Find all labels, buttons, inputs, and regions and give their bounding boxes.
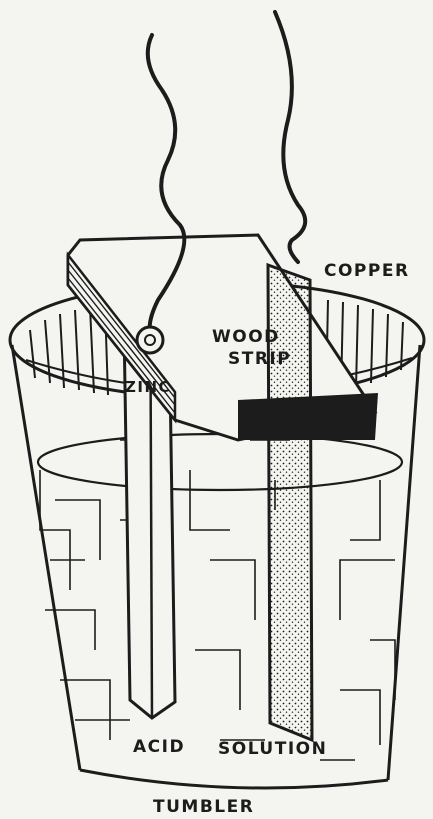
tumbler-label: TUMBLER — [153, 797, 254, 817]
copper-wire — [275, 12, 305, 262]
zinc-label: ZINC — [125, 378, 171, 396]
acid-solution-liquid — [38, 434, 402, 760]
copper-label: COPPER — [324, 261, 410, 281]
acid-solution-label-word2: SOLUTION — [218, 739, 327, 759]
binding-post-terminal — [137, 327, 163, 353]
wood-strip-label-line2: STRIP — [228, 349, 291, 369]
acid-solution-label-word1: ACID — [133, 737, 185, 757]
wood-strip-label-line1: WOOD — [212, 327, 280, 347]
